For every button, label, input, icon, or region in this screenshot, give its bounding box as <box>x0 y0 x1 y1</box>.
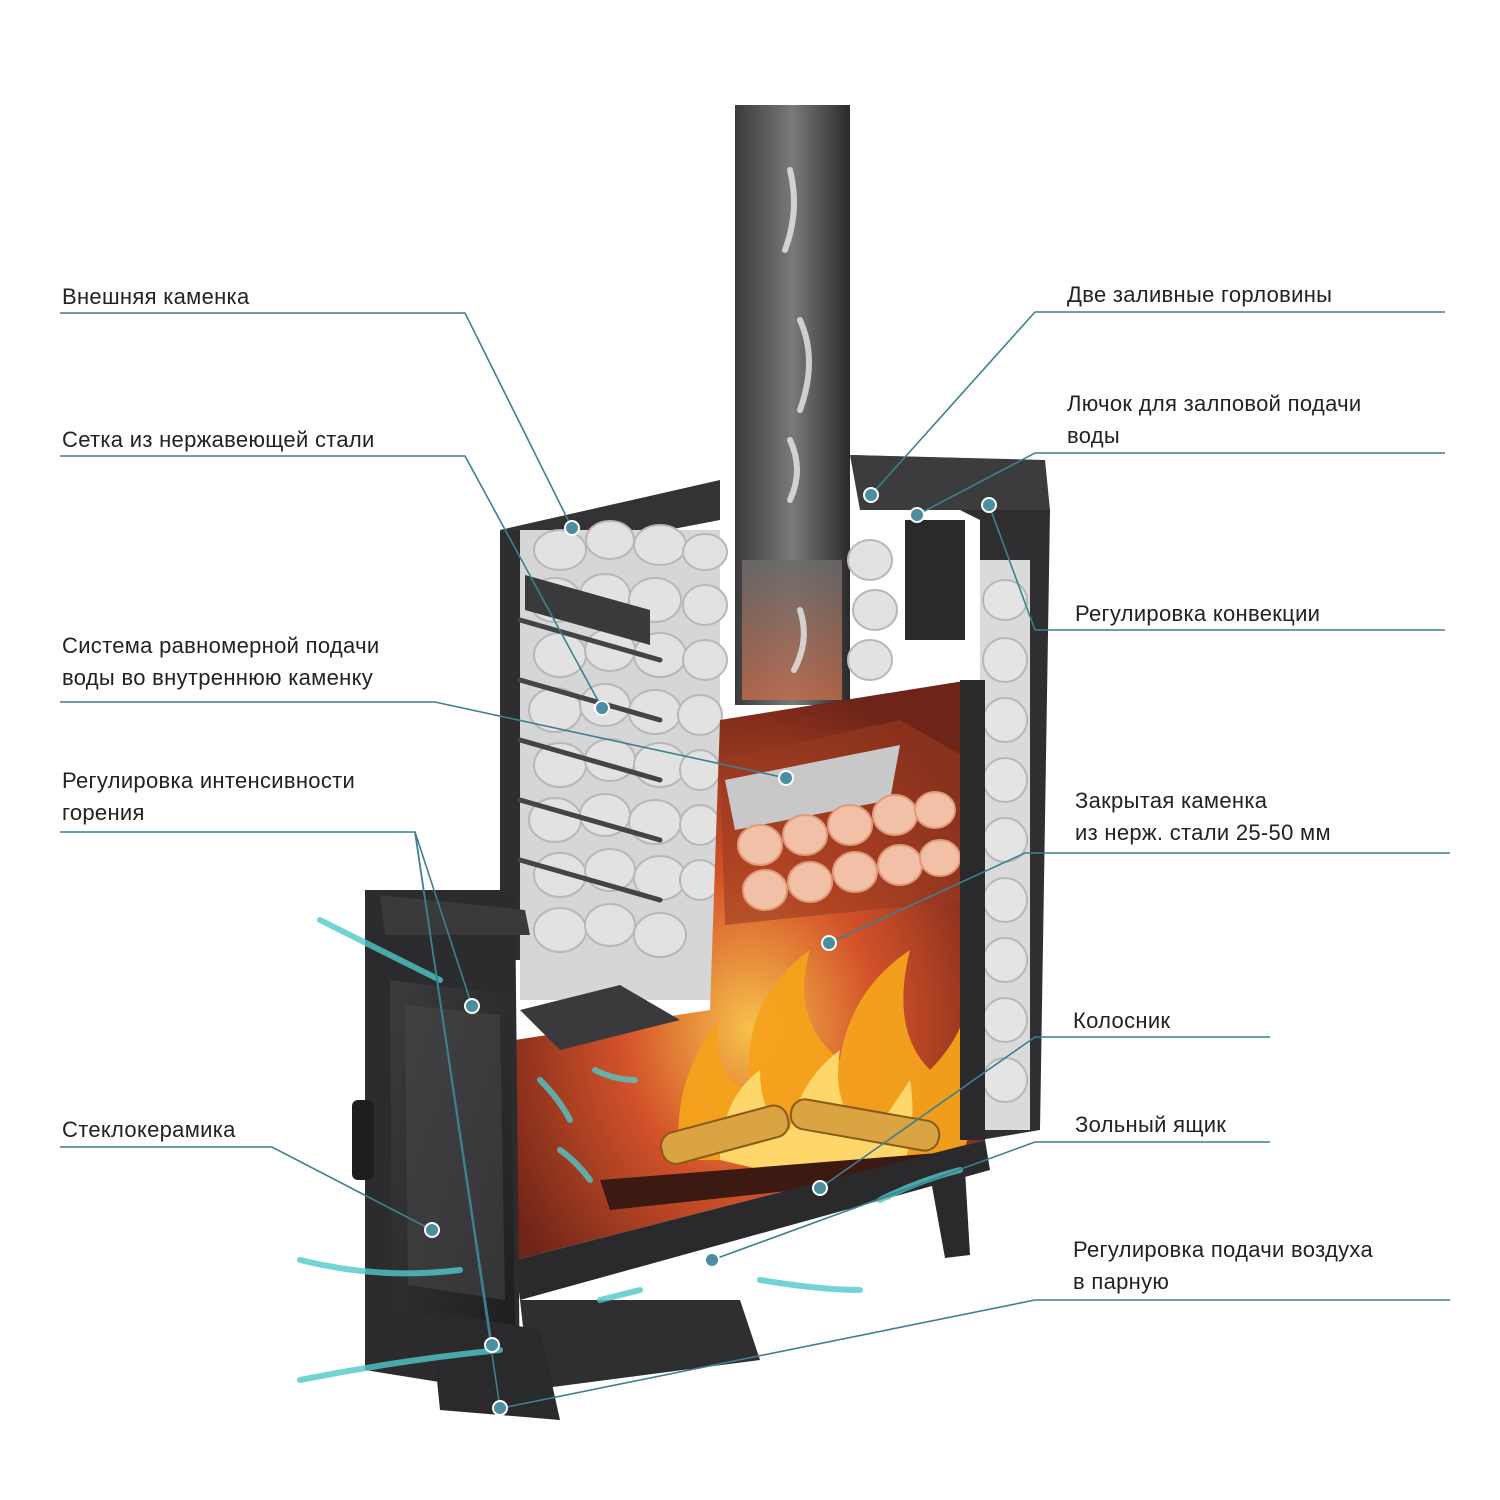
right-heater-body <box>850 455 1050 1140</box>
label-air-supply: Регулировка подачи воздуха в парную <box>1073 1234 1373 1298</box>
label-fill-necks-line-1: Две заливные горловины <box>1067 282 1333 307</box>
label-water-hatch-line-2: воды <box>1067 423 1121 448</box>
label-air-supply-line-2: в парную <box>1073 1269 1170 1294</box>
callout-dots <box>424 487 997 1416</box>
label-glass: Стеклокерамика <box>62 1114 236 1146</box>
leader-lines <box>60 311 1450 1409</box>
label-steel-mesh: Сетка из нержавеющей стали <box>62 424 375 456</box>
label-convection-line-1: Регулировка конвекции <box>1075 601 1321 626</box>
label-water-hatch-line-1: Лючок для залповой подачи <box>1067 391 1362 416</box>
label-grate-line-1: Колосник <box>1073 1008 1171 1033</box>
label-outer-heater-line-1: Внешняя каменка <box>62 284 250 309</box>
label-closed-heater-line-1: Закрытая каменка <box>1075 788 1268 813</box>
label-closed-heater-line-2: из нерж. стали 25-50 мм <box>1075 820 1331 845</box>
label-burn-control-line-2: горения <box>62 800 145 825</box>
label-water-system: Система равномерной подачи воды во внутр… <box>62 630 379 694</box>
steel-mesh-rods <box>517 617 663 903</box>
label-air-supply-line-1: Регулировка подачи воздуха <box>1073 1237 1373 1262</box>
label-fill-necks: Две заливные горловины <box>1067 279 1332 311</box>
label-glass-line-1: Стеклокерамика <box>62 1117 236 1142</box>
label-outer-heater: Внешняя каменка <box>62 281 250 313</box>
label-convection: Регулировка конвекции <box>1075 598 1320 630</box>
label-ash-box-line-1: Зольный ящик <box>1075 1112 1227 1137</box>
chimney <box>735 105 850 705</box>
label-burn-control: Регулировка интенсивности горения <box>62 765 355 829</box>
air-flow <box>297 917 963 1383</box>
label-burn-control-line-1: Регулировка интенсивности <box>62 768 356 793</box>
label-closed-heater: Закрытая каменка из нерж. стали 25-50 мм <box>1075 785 1331 849</box>
outer-stones <box>528 520 898 958</box>
label-grate: Колосник <box>1073 1005 1170 1037</box>
label-steel-mesh-line-1: Сетка из нержавеющей стали <box>62 427 375 452</box>
base-ash-box <box>430 1140 990 1420</box>
label-water-system-line-2: воды во внутреннюю каменку <box>62 665 374 690</box>
label-water-system-line-1: Система равномерной подачи <box>62 633 380 658</box>
label-ash-box: Зольный ящик <box>1075 1109 1226 1141</box>
label-water-hatch: Лючок для залповой подачи воды <box>1067 388 1361 452</box>
